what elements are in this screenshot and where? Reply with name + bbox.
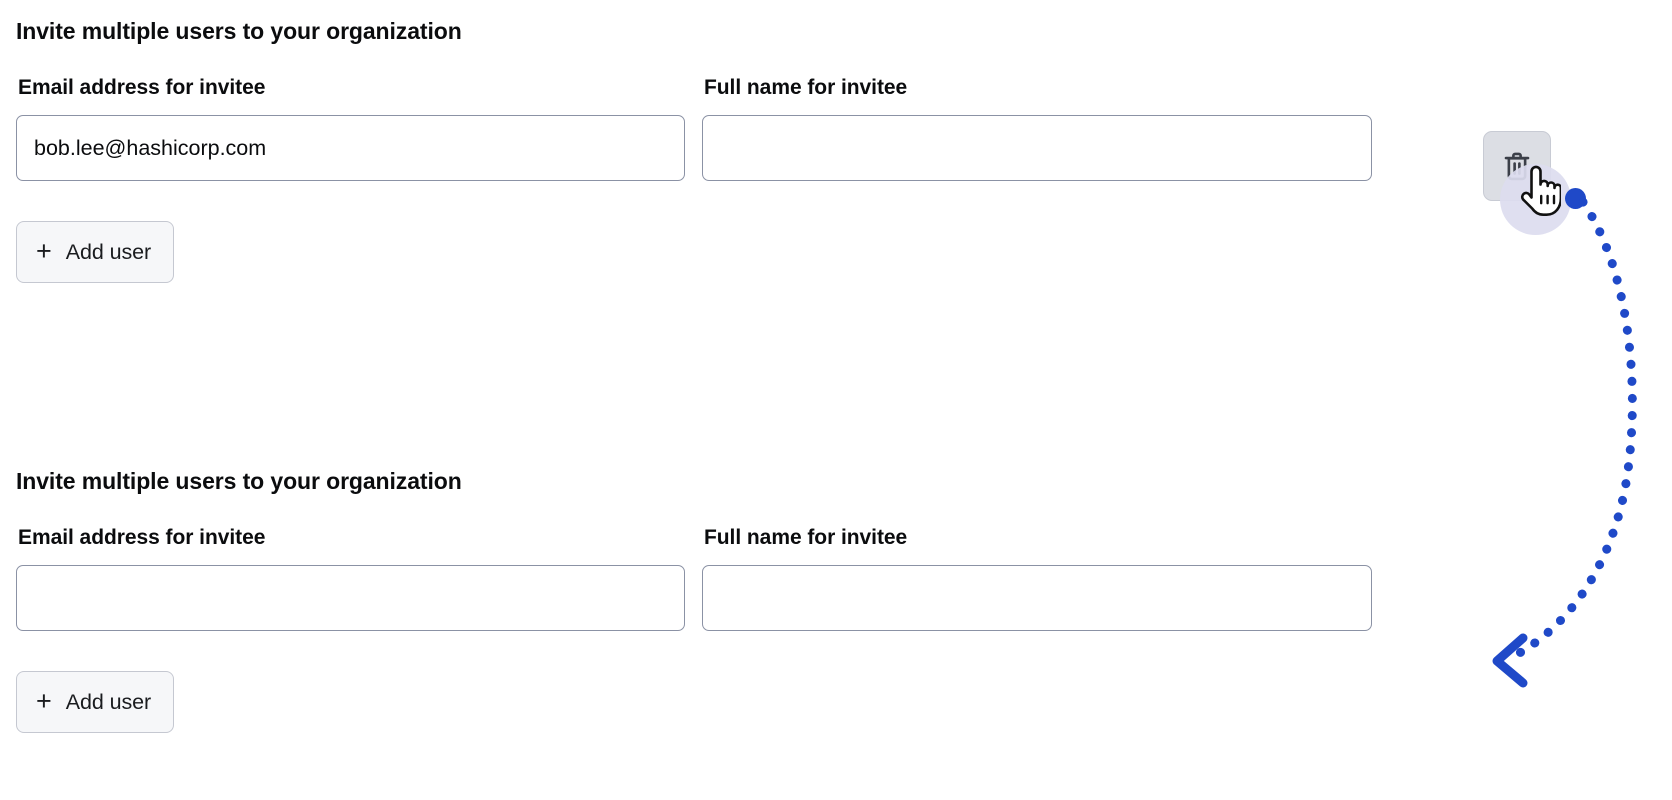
add-user-button-2[interactable]: + Add user	[16, 671, 175, 733]
full-name-input-2[interactable]	[702, 565, 1372, 631]
name-field-label: Full name for invitee	[704, 76, 908, 99]
email-input-2[interactable]	[16, 565, 685, 631]
email-field-group-1: Email address for invitee	[16, 75, 685, 181]
email-input[interactable]	[16, 115, 685, 181]
name-field-group-2: Full name for invitee	[702, 525, 1372, 631]
full-name-input[interactable]	[702, 115, 1372, 181]
plus-icon: +	[36, 235, 52, 266]
fields-row-1: Email address for invitee Full name for …	[0, 75, 1672, 195]
name-field-group-1: Full name for invitee	[702, 75, 1372, 181]
delete-row-button[interactable]	[1483, 131, 1551, 201]
email-field-label: Email address for invitee	[18, 76, 266, 99]
fields-row-2: Email address for invitee Full name for …	[0, 525, 1672, 645]
plus-icon-2: +	[36, 685, 52, 716]
name-field-label-2: Full name for invitee	[704, 526, 908, 549]
page-title-secondary: Invite multiple users to your organizati…	[16, 468, 462, 494]
add-user-button[interactable]: + Add user	[16, 221, 175, 283]
email-field-group-2: Email address for invitee	[16, 525, 685, 631]
add-user-button-label: Add user	[65, 239, 152, 264]
page-title: Invite multiple users to your organizati…	[16, 18, 462, 44]
add-user-button-label-2: Add user	[65, 689, 152, 714]
trash-icon	[1502, 150, 1532, 183]
email-field-label-2: Email address for invitee	[18, 526, 266, 549]
